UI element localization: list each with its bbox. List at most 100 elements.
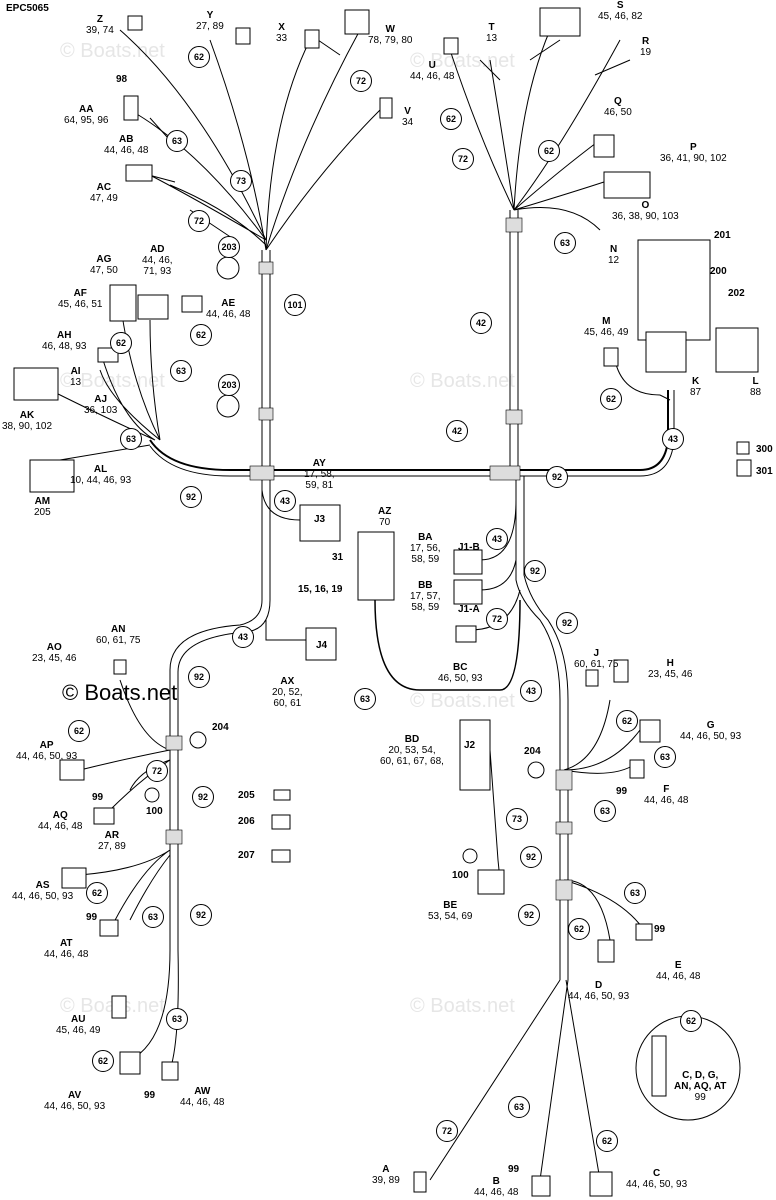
- connector-j3: [299, 504, 341, 542]
- watermark: © Boats.net: [60, 40, 165, 62]
- ref-98: 98: [116, 74, 128, 85]
- bubble-92: 92: [180, 486, 202, 508]
- connector-icon: [125, 164, 153, 182]
- connector-icon: [531, 1175, 551, 1197]
- connector-icon: [93, 807, 115, 825]
- bubble-92: 92: [518, 904, 540, 926]
- ref-206: 206: [238, 816, 255, 827]
- bubble-43: 43: [662, 428, 684, 450]
- bubble-63: 63: [170, 360, 192, 382]
- bubble-43: 43: [274, 490, 296, 512]
- ref-100: 100: [146, 806, 163, 817]
- document-code: EPC5065: [6, 3, 49, 14]
- connector-icon: [597, 939, 615, 963]
- connector-icon: [613, 659, 629, 683]
- connector-j2: [459, 719, 491, 791]
- connector-icon: [639, 719, 661, 743]
- connector-icon: [304, 29, 320, 49]
- connector-icon: [29, 459, 75, 493]
- bubble-63: 63: [508, 1096, 530, 1118]
- module-az: [357, 531, 395, 601]
- ref-99: 99: [144, 1090, 156, 1101]
- clip-icon: [271, 849, 291, 863]
- ref-204: 204: [212, 722, 229, 733]
- connector-icon: [59, 759, 85, 781]
- bubble-62: 62: [86, 882, 108, 904]
- connector-j1b: [453, 549, 483, 575]
- bubble-63: 63: [120, 428, 142, 450]
- ref-99: 99: [508, 1164, 520, 1175]
- watermark: © Boats.net: [410, 50, 515, 72]
- ref-99: 99: [86, 912, 98, 923]
- connector-icon: [113, 659, 127, 675]
- connector-icon: [13, 367, 59, 401]
- bubble-63: 63: [594, 800, 616, 822]
- connector-icon: [161, 1061, 179, 1081]
- bubble-203: 203: [218, 236, 240, 258]
- connector-icon: [585, 669, 599, 687]
- bubble-73: 73: [506, 808, 528, 830]
- connector-icon: [61, 867, 87, 889]
- bubble-62: 62: [110, 332, 132, 354]
- watermark: © Boats.net: [410, 690, 515, 712]
- connector-icon: [379, 97, 393, 119]
- bubble-63: 63: [354, 688, 376, 710]
- bubble-92: 92: [190, 904, 212, 926]
- bubble-62: 62: [190, 324, 212, 346]
- ref-301: 301: [756, 466, 773, 477]
- connector-icon: [477, 869, 505, 895]
- bubble-62: 62: [568, 918, 590, 940]
- connector-icon: [109, 284, 137, 322]
- bubble-72: 72: [436, 1120, 458, 1142]
- grommet-100-icon: [144, 787, 160, 803]
- ref-99: 99: [616, 786, 628, 797]
- clamp-203-icon: [216, 256, 240, 280]
- bubble-62: 62: [188, 46, 210, 68]
- module-l: [715, 327, 759, 373]
- connector-icon: [181, 295, 203, 313]
- bubble-43: 43: [520, 680, 542, 702]
- module-k: [645, 331, 687, 373]
- grommet-100-icon: [462, 848, 478, 864]
- ref-100: 100: [452, 870, 469, 881]
- connector-icon: [111, 995, 127, 1019]
- bubble-62: 62: [538, 140, 560, 162]
- bubble-62: 62: [68, 720, 90, 742]
- label-j1a: J1-A: [458, 604, 480, 615]
- bubble-62: 62: [92, 1050, 114, 1072]
- bubble-72: 72: [452, 148, 474, 170]
- connector-icon: [539, 7, 581, 37]
- bubble-63: 63: [166, 1008, 188, 1030]
- connector-icon: [629, 759, 645, 779]
- bubble-72: 72: [146, 760, 168, 782]
- bubble-62: 62: [600, 388, 622, 410]
